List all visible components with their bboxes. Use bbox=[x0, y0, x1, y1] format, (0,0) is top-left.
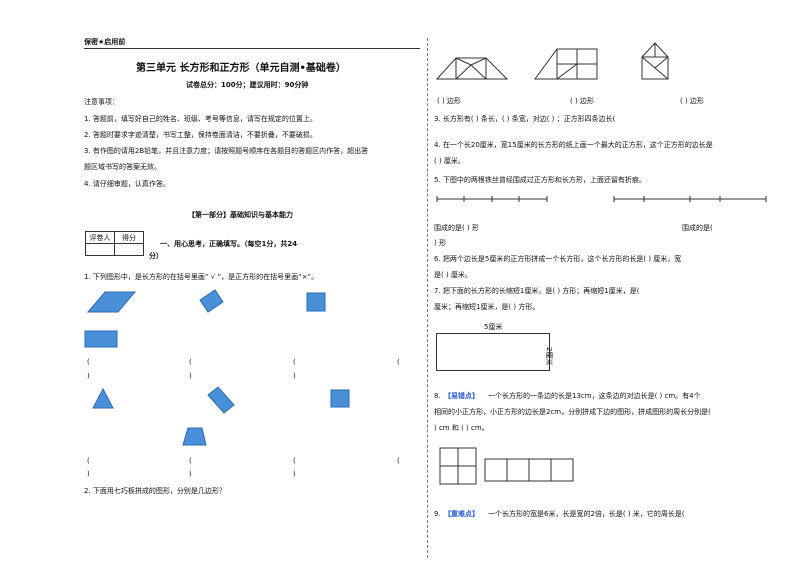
triangle-shape bbox=[92, 387, 114, 409]
q8-square-figure bbox=[439, 447, 477, 485]
q4-text-cont: ( ) 厘米。 bbox=[434, 157, 465, 165]
score-table: 评卷人得分 bbox=[85, 231, 144, 256]
q1-blank-open[interactable]: ( bbox=[189, 358, 192, 366]
note-item: 1. 答题前，填写好自己的姓名、班级、考号等信息，请写在规定的位置上。 bbox=[84, 115, 317, 123]
exam-subtitle: 试卷总分：100分；建议用时：90分钟 bbox=[186, 81, 309, 89]
tangram-blank-3[interactable]: ( ) 边形 bbox=[680, 97, 704, 105]
score-cell[interactable] bbox=[114, 243, 144, 256]
tangram-house-left bbox=[534, 48, 598, 80]
q8-number: 8. bbox=[434, 392, 441, 400]
q4-text: 4. 在一个长20厘米，宽15厘米的长方形的纸上画一个最大的正方形，这个正方形的… bbox=[434, 141, 713, 149]
q1-text: 1. 下列图形中，是长方形的在括号里画“ √ ”，是正方形的在括号里画“×”。 bbox=[84, 273, 319, 281]
q5-text: 5. 下图中的两根铁丝曾经围成过正方形和长方形，上面还留有折痕。 bbox=[434, 176, 646, 184]
header-rule bbox=[84, 48, 420, 49]
tilted-rectangle-shape bbox=[207, 386, 235, 414]
q1-blank-open[interactable]: ( bbox=[397, 358, 400, 366]
q1-blank-close: ) bbox=[189, 470, 192, 478]
square-shape-2 bbox=[330, 389, 350, 408]
wire-left bbox=[436, 196, 548, 202]
note-item: 4. 请仔细审题，认真作答。 bbox=[84, 180, 170, 188]
rectangle-shape bbox=[84, 330, 118, 348]
note-item: 题区域书写的答案无效。 bbox=[84, 163, 161, 171]
column-divider bbox=[427, 38, 428, 558]
q1-blank-open[interactable]: ( bbox=[293, 358, 296, 366]
notes-heading: 注意事项： bbox=[84, 98, 119, 106]
q1-blank-close: ) bbox=[293, 372, 296, 380]
q1-blank-open[interactable]: ( bbox=[397, 457, 400, 465]
tangram-blank-2[interactable]: ( ) 边形 bbox=[570, 97, 594, 105]
q9-tag: 【重难点】 bbox=[444, 510, 479, 518]
tilted-square-shape bbox=[199, 289, 224, 313]
q8-text-cont: 相同的小正方形，小正方形的边长是2cm，分别拼成下边的图形，拼成图形的周长分别是… bbox=[434, 408, 711, 416]
q5-right-tail: ) 形 bbox=[434, 239, 446, 247]
tangram-blank-1[interactable]: ( ) 边形 bbox=[437, 97, 461, 105]
q2-text: 2. 下面用七巧板拼成的图形，分别是几边形？ bbox=[84, 487, 226, 495]
note-item: 3. 有作图的请用2B铅笔，并且注意力度；请按照题号顺序在各题目的答题区内作答，… bbox=[84, 147, 369, 155]
q5-right-answer[interactable]: 围成的是( bbox=[682, 224, 713, 232]
trapezoid-shape bbox=[182, 427, 207, 446]
q7-text-cont: 厘米；再缩短1厘米，是( ) 方形。 bbox=[434, 303, 540, 311]
q1-blank-close: ) bbox=[189, 372, 192, 380]
tangram-house bbox=[641, 42, 669, 80]
page-title: 第三单元 长方形和正方形（单元自测•基础卷） bbox=[136, 63, 346, 74]
q8-strip-figure bbox=[484, 458, 574, 482]
q6-text: 6. 把两个边长是5厘米的正方形拼成一个长方形，这个长方形的长是( ) 厘米，宽 bbox=[434, 255, 682, 263]
q3-text: 3. 长方形有( ) 条长，( ) 条宽，对边( ) ；正方形四条边长( bbox=[434, 115, 616, 123]
q1-blank-close: ) bbox=[293, 470, 296, 478]
q8-text-end: ) cm 和 ( ) cm。 bbox=[434, 424, 489, 432]
q1-blank-open[interactable]: ( bbox=[87, 457, 90, 465]
q8-text: 一个长方形的一条边的长是13cm，这条边的对边长是( ) cm。有4个 bbox=[488, 392, 701, 400]
q1-blank-close: ) bbox=[87, 470, 90, 478]
q8-tag: 【易错点】 bbox=[444, 392, 479, 400]
q7-length-label: 5厘米 bbox=[484, 323, 503, 331]
q1-blank-open[interactable]: ( bbox=[189, 457, 192, 465]
secret-label: 保密★启用前 bbox=[84, 38, 126, 46]
square-shape bbox=[306, 292, 326, 312]
note-item: 2. 答题时要求字迹清楚，书写工整，保持卷面清洁，不要折叠，不要破损。 bbox=[84, 131, 317, 139]
section1-title-cont: 分） bbox=[149, 252, 163, 260]
q5-left-answer[interactable]: 围成的是( ) 形 bbox=[434, 224, 479, 232]
q1-blank-close: ) bbox=[87, 372, 90, 380]
q6-text-cont: 是( ) 厘米。 bbox=[434, 271, 472, 279]
q9-text: 一个长方形的宽是6米，长是宽的2倍，长是( ) 米，它的周长是( bbox=[488, 510, 685, 518]
q7-text: 7. 把下面的长方形的长缩短1厘米，是( ) 方形；再缩短1厘米，是( bbox=[434, 287, 640, 295]
q9-number: 9. bbox=[434, 510, 441, 518]
q7-rectangle bbox=[436, 333, 550, 371]
section1-title: 一、用心思考，正确填写。（每空1分，共24 bbox=[160, 240, 298, 248]
tangram-trapezoid bbox=[435, 57, 509, 80]
q1-blank-open[interactable]: ( bbox=[293, 457, 296, 465]
wire-right bbox=[613, 196, 767, 202]
q1-blank-open[interactable]: ( bbox=[87, 358, 90, 366]
part1-title: 【第一部分】基础知识与基本能力 bbox=[188, 211, 293, 219]
parallelogram-shape bbox=[86, 291, 137, 313]
